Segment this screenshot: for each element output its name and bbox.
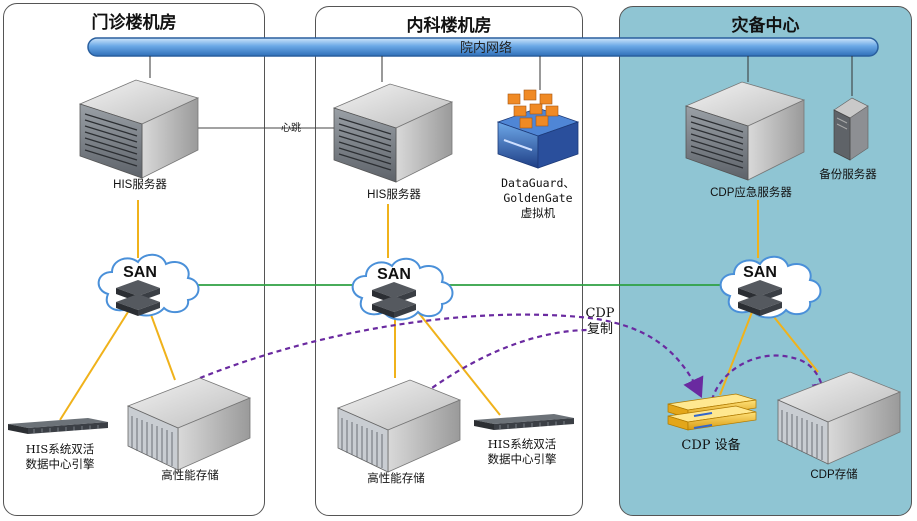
cdp-copy-label-2: 复制 bbox=[586, 322, 613, 337]
engine-outpatient-label-2: 数据中心引擎 bbox=[25, 457, 95, 471]
engine-internal bbox=[473, 413, 575, 431]
cdp-emergency-server bbox=[685, 81, 805, 181]
link-san-engine-outpatient bbox=[59, 311, 129, 421]
his-server-outpatient bbox=[79, 79, 199, 179]
storage-outpatient bbox=[127, 377, 251, 471]
cdp-copy-curve-internal bbox=[424, 328, 591, 394]
vm-label-line1: DataGuard、 bbox=[501, 176, 575, 190]
storage-internal-label: 高性能存储 bbox=[367, 473, 425, 485]
cdp-copy-curve-disaster bbox=[710, 354, 834, 403]
vm-label-line3: 虚拟机 bbox=[520, 206, 556, 220]
engine-internal-label-2: 数据中心引擎 bbox=[487, 452, 557, 466]
zone-internal-med-title: 内科楼机房 bbox=[406, 16, 492, 36]
link-san-cdp-device bbox=[719, 311, 753, 396]
link-san-storage-outpatient bbox=[149, 311, 176, 381]
cdp-storage bbox=[777, 371, 901, 465]
vm-label-line2: GoldenGate bbox=[503, 191, 573, 205]
backup-server-label: 备份服务器 bbox=[819, 169, 877, 181]
his-server-outpatient-label: HIS服务器 bbox=[113, 179, 167, 191]
heartbeat-label: 心跳 bbox=[281, 121, 301, 134]
cdp-storage-label: CDP存储 bbox=[810, 469, 858, 481]
cdp-device-icon bbox=[667, 393, 757, 431]
san-label-disaster: SAN bbox=[743, 264, 777, 281]
engine-internal-label-1: HIS系统双活 bbox=[487, 437, 557, 451]
engine-outpatient bbox=[7, 417, 109, 435]
zone-disaster-title: 灾备中心 bbox=[731, 16, 800, 36]
cdp-copy-label-1: CDP bbox=[585, 306, 615, 321]
cdp-server-label: CDP应急服务器 bbox=[710, 187, 792, 199]
zone-internal-med: 内科楼机房 bbox=[315, 6, 583, 516]
san-label-internal: SAN bbox=[377, 266, 411, 283]
cdp-copy-curve-outpatient bbox=[199, 313, 704, 398]
zone-outpatient: 门诊楼机房 bbox=[3, 3, 265, 516]
storage-internal bbox=[337, 379, 461, 473]
link-san-cdp-storage bbox=[769, 311, 819, 373]
storage-outpatient-label: 高性能存储 bbox=[161, 470, 219, 482]
cdp-device-label: CDP 设备 bbox=[681, 438, 741, 453]
link-san-engine-internal bbox=[417, 311, 501, 416]
san-label-outpatient: SAN bbox=[123, 264, 157, 281]
network-bar bbox=[87, 37, 879, 57]
vm-stack-icon bbox=[496, 89, 580, 169]
zone-outpatient-title: 门诊楼机房 bbox=[91, 13, 177, 33]
network-label: 院内网络 bbox=[460, 40, 512, 56]
backup-server-icon bbox=[833, 97, 869, 161]
his-server-internal-label: HIS服务器 bbox=[367, 189, 421, 201]
his-server-internal bbox=[333, 83, 453, 183]
engine-outpatient-label-1: HIS系统双活 bbox=[25, 442, 95, 456]
